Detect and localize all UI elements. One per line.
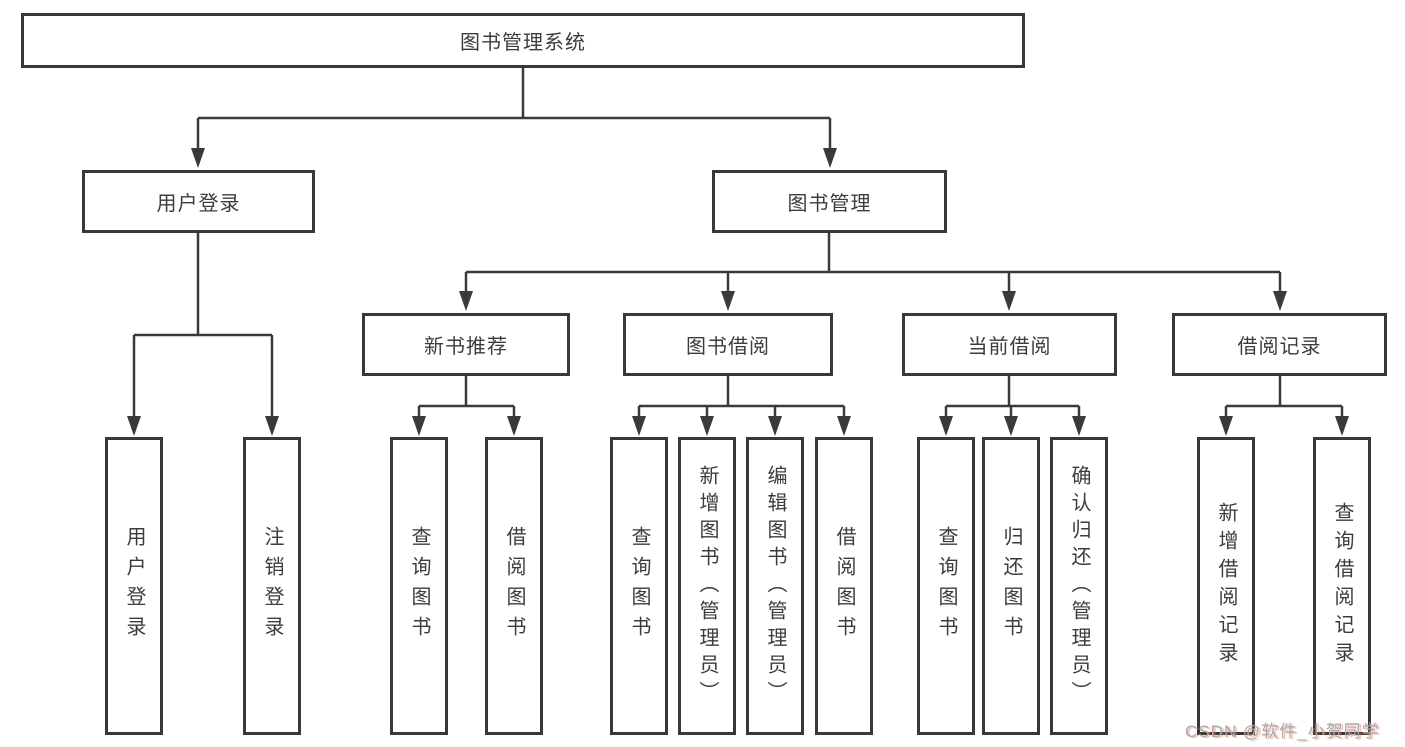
arrow-down-icon	[412, 416, 426, 436]
arrow-down-icon	[721, 291, 735, 311]
node-user-login: 用户登录	[82, 170, 315, 233]
node-book-management: 图书管理	[712, 170, 947, 233]
node-new-book-recommend: 新书推荐	[362, 313, 570, 376]
connector-current-borrow	[944, 376, 1081, 418]
arrow-down-icon	[507, 416, 521, 436]
connector-new-book	[417, 376, 516, 418]
leaf-return-books: 归还图书	[982, 437, 1040, 735]
arrow-down-icon	[700, 416, 714, 436]
connector-root	[196, 68, 832, 150]
leaf-add-borrow-record: 新增借阅记录	[1197, 437, 1255, 735]
node-borrow-records: 借阅记录	[1172, 313, 1387, 376]
leaf-borrow-books-recommend: 借阅图书	[485, 437, 543, 735]
leaf-query-books-borrow: 查询图书	[610, 437, 668, 735]
node-book-borrow: 图书借阅	[623, 313, 833, 376]
connector-book-borrow	[637, 376, 846, 418]
node-current-borrow: 当前借阅	[902, 313, 1117, 376]
leaf-borrow-books: 借阅图书	[815, 437, 873, 735]
csdn-watermark: CSDN @软件_小贺同学	[1185, 722, 1380, 741]
arrow-down-icon	[768, 416, 782, 436]
leaf-add-books-admin: 新增图书（管理员）	[678, 437, 736, 735]
arrow-down-icon	[1219, 416, 1233, 436]
arrow-down-icon	[632, 416, 646, 436]
arrow-down-icon	[127, 416, 141, 436]
arrow-down-icon	[1004, 416, 1018, 436]
leaf-edit-books-admin: 编辑图书（管理员）	[746, 437, 804, 735]
arrow-down-icon	[1072, 416, 1086, 436]
connector-book-management	[464, 233, 1282, 293]
arrow-down-icon	[191, 148, 205, 168]
leaf-logout: 注销登录	[243, 437, 301, 735]
arrow-down-icon	[265, 416, 279, 436]
arrow-down-icon	[1273, 291, 1287, 311]
leaf-confirm-return-admin: 确认归还（管理员）	[1050, 437, 1108, 735]
arrow-down-icon	[837, 416, 851, 436]
arrow-down-icon	[823, 148, 837, 168]
leaf-query-borrow-record: 查询借阅记录	[1313, 437, 1371, 735]
arrow-down-icon	[1002, 291, 1016, 311]
leaf-query-books-current: 查询图书	[917, 437, 975, 735]
connector-user-login	[132, 233, 274, 418]
arrow-down-icon	[1335, 416, 1349, 436]
leaf-query-books-recommend: 查询图书	[390, 437, 448, 735]
leaf-user-login: 用户登录	[105, 437, 163, 735]
node-root-library-system: 图书管理系统	[21, 13, 1025, 68]
arrow-down-icon	[939, 416, 953, 436]
arrow-down-icon	[459, 291, 473, 311]
connector-borrow-records	[1224, 376, 1344, 418]
